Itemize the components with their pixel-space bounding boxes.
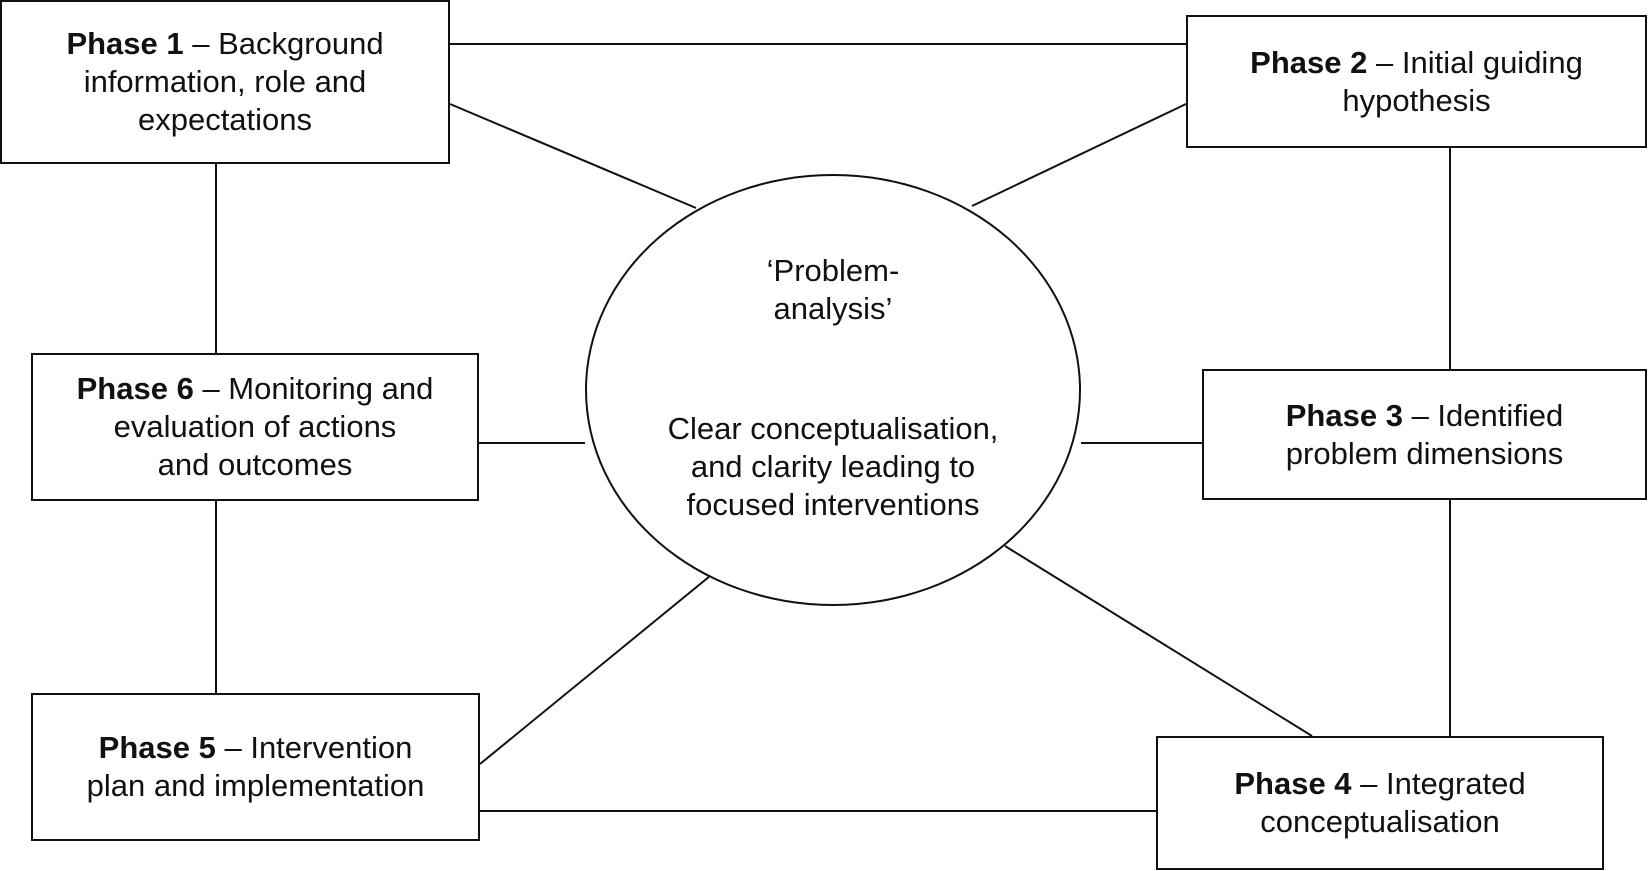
phase-5-line-2: plan and implementation: [86, 768, 425, 803]
center-title-line-1: ‘Problem-: [766, 253, 900, 288]
phase-6-line-2: evaluation of actions: [113, 409, 397, 444]
phase-5-box: Phase 5 – Intervention plan and implemen…: [31, 693, 480, 841]
phase-4-box: Phase 4 – Integrated conceptualisation: [1156, 736, 1604, 870]
center-subtitle-line-1: Clear conceptualisation,: [667, 411, 999, 446]
phase-2-line-1: Initial guiding: [1401, 44, 1583, 80]
phase-1-line-2: information, role and: [83, 64, 367, 99]
connector-phase5-center: [479, 575, 711, 765]
phase-4-line-1: Integrated: [1386, 766, 1526, 801]
phase-6-line-1: Monitoring and: [228, 371, 434, 406]
phase-6-line-3: and outcomes: [157, 447, 353, 482]
connector-center-phase4: [1004, 545, 1313, 737]
phase-5-text: Phase 5 – Intervention plan and implemen…: [87, 729, 425, 805]
phase-2-label: Phase 2: [1250, 44, 1368, 80]
phase-5-line-1: Intervention: [250, 730, 413, 765]
phase-6-text: Phase 6 – Monitoring and evaluation of a…: [77, 370, 434, 484]
phase-1-box: Phase 1 – Background information, role a…: [0, 0, 450, 164]
phase-3-text: Phase 3 – Identified problem dimensions: [1286, 397, 1564, 473]
phase-1-separator: –: [183, 26, 219, 61]
phase-3-label: Phase 3: [1285, 397, 1403, 433]
phase-1-text: Phase 1 – Background information, role a…: [66, 25, 383, 139]
phase-3-line-2: problem dimensions: [1285, 435, 1564, 471]
phase-6-label: Phase 6: [76, 371, 194, 406]
phase-6-separator: –: [193, 371, 229, 406]
phase-2-separator: –: [1367, 44, 1402, 80]
phase-3-box: Phase 3 – Identified problem dimensions: [1202, 369, 1647, 500]
center-title-line-2: analysis’: [773, 291, 893, 326]
center-title: ‘Problem- analysis’: [587, 252, 1079, 328]
phase-1-line-1: Background: [218, 26, 384, 61]
phase-4-separator: –: [1351, 766, 1387, 801]
phase-6-box: Phase 6 – Monitoring and evaluation of a…: [31, 353, 479, 501]
phase-2-line-2: hypothesis: [1342, 82, 1491, 118]
phase-2-text: Phase 2 – Initial guiding hypothesis: [1250, 44, 1583, 120]
phase-5-separator: –: [215, 730, 251, 765]
phase-3-line-1: Identified: [1437, 397, 1564, 433]
phase-3-separator: –: [1402, 397, 1438, 433]
center-subtitle: Clear conceptualisation, and clarity lea…: [587, 410, 1079, 524]
problem-analysis-ellipse: ‘Problem- analysis’ Clear conceptualisat…: [585, 174, 1081, 606]
connector-phase2-center: [971, 103, 1187, 207]
phase-4-line-2: conceptualisation: [1260, 804, 1500, 839]
center-subtitle-line-3: focused interventions: [686, 487, 980, 522]
center-subtitle-line-2: and clarity leading to: [690, 449, 976, 484]
phase-1-label: Phase 1: [66, 26, 184, 61]
phase-1-line-3: expectations: [137, 102, 313, 137]
phase-2-box: Phase 2 – Initial guiding hypothesis: [1186, 15, 1647, 148]
phase-4-label: Phase 4: [1234, 766, 1352, 801]
connector-phase1-center: [449, 103, 697, 209]
phase-4-text: Phase 4 – Integrated conceptualisation: [1234, 765, 1525, 841]
phase-5-label: Phase 5: [98, 730, 216, 765]
